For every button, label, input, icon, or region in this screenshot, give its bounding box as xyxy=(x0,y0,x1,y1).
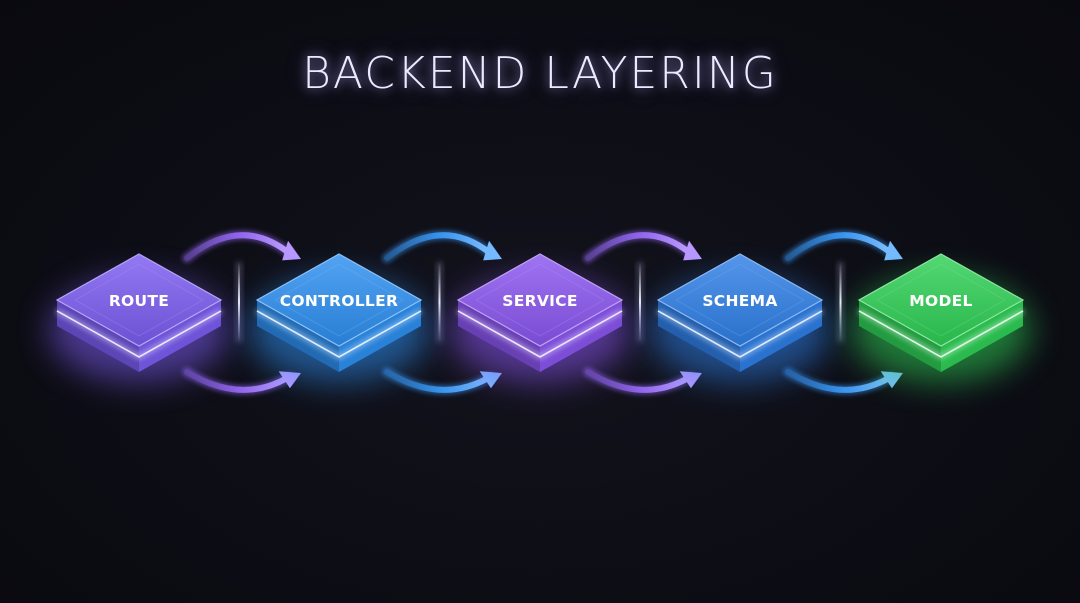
block-rim xyxy=(858,310,1024,358)
layer-block-route: ROUTE xyxy=(49,253,229,382)
block-rim xyxy=(256,310,422,358)
block-rim xyxy=(56,310,222,358)
flow-arrow-bottom xyxy=(785,369,894,393)
block-rim xyxy=(457,310,623,358)
separator-line xyxy=(839,262,842,342)
flow-arrow-top xyxy=(184,232,292,261)
layer-block-controller: CONTROLLER xyxy=(249,253,429,382)
separators-group xyxy=(236,262,844,342)
block-top-face xyxy=(656,253,824,347)
block-top-face xyxy=(255,253,423,347)
block-inner-outline xyxy=(675,263,805,337)
layer-label: SCHEMA xyxy=(702,292,777,310)
separator-line xyxy=(438,262,441,342)
flow-arrow-bottom xyxy=(184,369,292,393)
flow-arrow-bottom xyxy=(384,369,493,393)
arrowhead-top xyxy=(483,240,502,261)
layer-label: ROUTE xyxy=(109,292,169,310)
block-top-face xyxy=(857,253,1025,347)
blocks-group: ROUTE CONTROLLER SERVICE SCHEMA MODEL xyxy=(49,253,1031,382)
flow-arrow-top xyxy=(384,232,493,261)
layer-label: SERVICE xyxy=(502,292,578,310)
arrowhead-top xyxy=(683,240,702,261)
separator-line xyxy=(639,262,641,342)
layer-block-schema: SCHEMA xyxy=(650,253,830,382)
block-rim xyxy=(657,310,823,358)
block-inner-outline xyxy=(876,263,1006,337)
layer-label: MODEL xyxy=(909,292,972,310)
arrowhead-top xyxy=(282,240,301,261)
layer-label: CONTROLLER xyxy=(280,292,399,310)
layer-block-service: SERVICE xyxy=(450,253,630,382)
layer-block-model: MODEL xyxy=(851,253,1031,382)
diagram-title: BACKEND LAYERING xyxy=(302,48,778,99)
block-inner-outline xyxy=(274,263,404,337)
flow-arrow-top xyxy=(585,232,693,261)
block-top-face xyxy=(456,253,624,347)
arrowhead-top xyxy=(884,240,903,261)
block-top-face xyxy=(55,253,223,347)
block-inner-outline xyxy=(74,263,204,337)
separator-line xyxy=(238,262,240,342)
block-inner-outline xyxy=(475,263,605,337)
flow-arrow-top xyxy=(785,232,894,261)
arrows-group xyxy=(182,230,903,395)
flow-arrow-bottom xyxy=(585,369,693,393)
